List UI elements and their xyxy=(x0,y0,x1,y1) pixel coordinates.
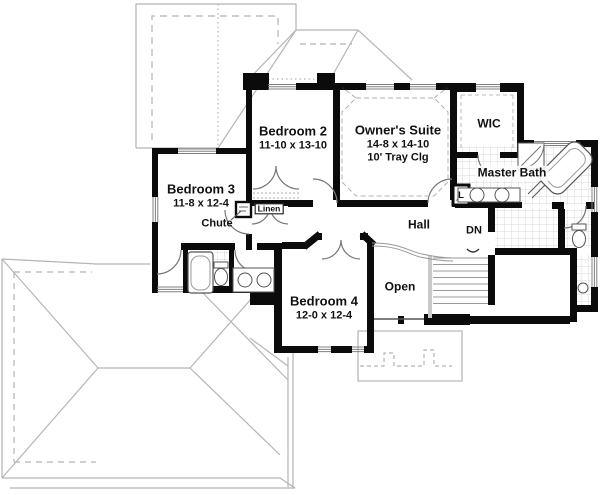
chute-leader-line xyxy=(230,210,242,221)
hall-bath-tub xyxy=(187,251,214,294)
tray-ceiling xyxy=(341,87,449,197)
sink xyxy=(256,272,272,288)
bath-closet-door xyxy=(156,249,182,275)
sink xyxy=(469,187,485,203)
linen-closet-doors xyxy=(251,205,289,225)
wall-chamfers xyxy=(301,231,377,250)
hall-bath-vanity xyxy=(232,267,275,293)
dn-arrow xyxy=(466,248,480,253)
bedroom-2-closet-shelf xyxy=(253,192,299,199)
hall-bath-toilet xyxy=(213,261,229,286)
bedroom-4-double-doors xyxy=(321,239,361,260)
makeup-sink xyxy=(577,282,589,294)
windows xyxy=(152,84,598,353)
master-toilet xyxy=(571,223,587,248)
porch-outline-below-bedroom-4 xyxy=(357,330,463,382)
walls xyxy=(152,73,598,353)
wic-shelving xyxy=(460,94,514,149)
bedroom-3-door xyxy=(224,209,250,235)
staircase xyxy=(428,256,488,318)
laundry-chute xyxy=(230,200,253,221)
roof-outline-upper-left xyxy=(135,3,297,149)
owners-suite-door xyxy=(427,178,453,204)
corner-tub xyxy=(527,141,593,199)
toilet-room-door xyxy=(563,205,587,229)
roof-outline-gable xyxy=(247,29,413,81)
shower xyxy=(517,142,545,170)
sink xyxy=(494,187,510,203)
open-railing xyxy=(371,242,454,262)
sink xyxy=(237,272,253,288)
bedroom-2-door xyxy=(312,178,338,204)
bedroom-2-closet-doors xyxy=(252,165,300,190)
roof-outline-lower-left xyxy=(1,258,296,489)
master-bath-vanity xyxy=(457,187,521,203)
